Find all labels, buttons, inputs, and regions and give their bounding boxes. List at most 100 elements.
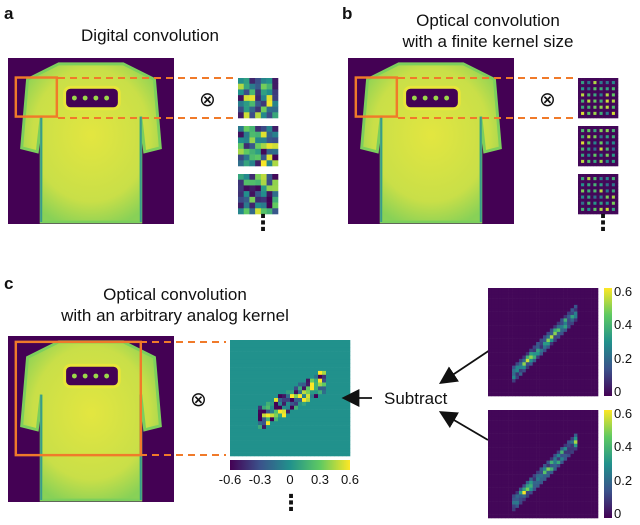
pixel [587,433,592,438]
pixel [596,132,600,136]
pixel [577,450,582,455]
pixel [230,394,235,399]
pixel [587,93,591,97]
pixel [573,308,578,312]
pixel [581,144,585,148]
pixel [553,507,558,512]
pixel [560,355,564,360]
pixel [587,195,591,199]
pixel [539,497,544,502]
pixel [587,504,592,509]
pixel [573,453,578,458]
pixel [570,352,575,356]
pixel [543,491,547,495]
pixel [539,365,544,370]
pixel [290,398,295,403]
pixel [230,448,235,453]
pixel [266,363,271,368]
pixel [546,491,551,495]
pixel [290,428,295,434]
pixel [488,342,492,346]
pixel [573,464,578,468]
pixel [262,394,267,399]
pixel [580,328,585,333]
pixel [608,96,613,100]
pixel [505,342,509,346]
pixel [584,474,588,478]
pixel [532,392,537,397]
pixel [498,342,503,346]
pixel [498,511,503,515]
pixel [274,444,279,449]
pixel [518,362,523,366]
pixel [611,195,616,199]
pixel [605,102,610,106]
pixel [302,351,307,356]
pixel [529,484,533,488]
pixel [556,433,561,438]
pixel [594,345,599,350]
pixel [578,135,582,139]
pixel [580,511,585,515]
pixel [529,385,533,390]
pixel [546,288,551,292]
pixel [306,378,311,383]
pixel [498,474,503,478]
pixel [587,501,592,505]
pixel [584,440,588,445]
pixel [611,183,616,187]
pixel [567,501,571,505]
pixel [254,374,259,379]
pixel [518,487,523,492]
pixel [512,352,516,356]
pixel [282,374,287,379]
pixel [577,464,582,468]
pixel [498,382,503,387]
pixel [322,409,327,414]
pixel [543,494,547,499]
pixel [274,425,279,430]
pixel [270,370,275,376]
pixel [539,318,544,323]
pixel [584,416,588,421]
pixel [525,507,530,512]
pixel [508,304,513,309]
pixel [580,318,585,323]
pixel [543,426,547,431]
pixel [593,159,597,164]
pixel [501,440,506,445]
pixel [230,409,235,414]
pixel [556,315,561,319]
pixel [577,423,582,428]
pixel [563,410,568,414]
pixel [614,129,619,133]
pixel [549,416,554,421]
pixel [488,497,492,502]
pixel [515,389,520,393]
pixel [266,432,271,437]
pixel [532,477,537,482]
pixel [563,318,568,323]
pixel [238,367,243,372]
pixel [593,135,597,139]
pixel [599,210,603,215]
pixel [539,342,544,346]
pixel [543,450,547,455]
pixel [532,467,537,472]
pixel [556,365,561,370]
pixel [515,487,520,492]
pixel [314,359,319,364]
pixel [250,413,255,418]
pixel [515,338,520,343]
pixel [543,331,547,336]
pixel [587,484,592,488]
pixel [587,147,591,151]
pixel [587,294,592,299]
pixel [322,351,327,356]
pixel [584,108,588,113]
pixel [249,148,256,155]
pixel [580,447,585,451]
pixel [278,448,283,453]
pixel [577,440,582,445]
pixel [587,90,591,94]
